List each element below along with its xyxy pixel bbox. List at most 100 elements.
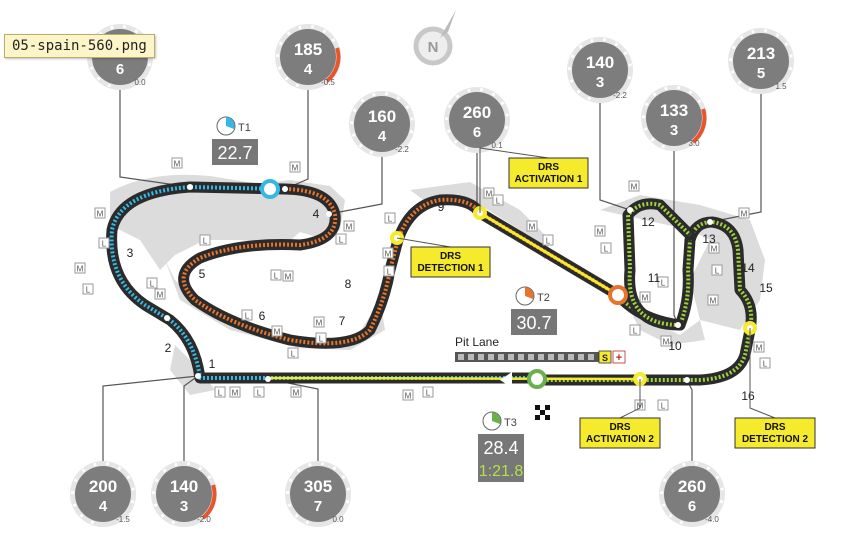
pit-box: [528, 354, 534, 360]
gear-marker-letter: M: [529, 223, 536, 232]
gear-marker-letter: L: [218, 389, 223, 398]
gauge-tick: [74, 504, 75, 507]
gauge-tick: [172, 522, 175, 523]
corner-label: 15: [759, 281, 773, 295]
corner-label: 4: [313, 207, 320, 221]
sector-3-marker: [529, 371, 545, 387]
gauge-tick: [323, 31, 325, 32]
gauge-speed: 160: [368, 107, 396, 126]
gauge-tick: [670, 515, 672, 517]
gauge-tick: [360, 145, 362, 147]
gauge-tick: [175, 464, 178, 465]
gauge-tick: [132, 500, 133, 503]
gauge-tick: [81, 515, 83, 517]
gauge-tick: [347, 500, 348, 503]
gauge-g-force: 0.1: [491, 141, 503, 150]
gauge-tick: [411, 130, 412, 133]
gear-marker-letter: M: [756, 344, 763, 353]
gauge-tick: [455, 141, 457, 143]
gauge-gear: 3: [180, 498, 188, 515]
gauge-tick: [790, 67, 791, 70]
gauge-tick: [457, 96, 459, 98]
gear-marker-letter: L: [661, 402, 666, 411]
gear-marker-letter: L: [496, 197, 501, 206]
gauge-tick: [199, 468, 201, 469]
filename-tooltip: 05-spain-560.png: [4, 34, 155, 58]
gauge-tick: [683, 464, 686, 465]
gauge-speed: 305: [304, 477, 332, 496]
compass-icon: N: [416, 10, 456, 63]
gear-marker-letter: L: [257, 389, 262, 398]
gear-marker-letter: M: [597, 228, 604, 237]
drs-box-text: DETECTION 1: [417, 263, 484, 274]
gauge-tick: [699, 100, 701, 102]
gear-marker-letter: L: [203, 237, 208, 246]
gauge-tick: [645, 128, 646, 131]
gear-marker-letter: L: [426, 389, 431, 398]
gauge-leader: [687, 380, 692, 462]
gauge-gear: 5: [757, 65, 765, 82]
gauge-gear: 4: [378, 128, 387, 145]
gauge-tick: [98, 78, 100, 80]
gear-marker-letter: M: [486, 190, 493, 199]
gauge-tick: [299, 27, 302, 28]
gauge-tick: [296, 85, 299, 86]
gauge-g-force: 0.0: [134, 78, 146, 87]
gauge-speed: 260: [463, 103, 491, 122]
gauge-tick: [629, 76, 630, 79]
gauge-tick: [362, 100, 364, 102]
gear-marker-letter: L: [274, 272, 279, 281]
gauge-tick: [91, 67, 92, 70]
gauge-tick: [290, 479, 291, 481]
gear-marker-letter: L: [661, 279, 666, 288]
gauge-speed: 260: [678, 477, 706, 496]
gauge-tick: [448, 130, 449, 133]
gear-marker-letter: L: [245, 312, 250, 321]
pit-box: [458, 354, 464, 360]
gauge-speed: 140: [586, 53, 614, 72]
gauge-speed: 200: [89, 477, 117, 496]
gauge-tick: [721, 500, 722, 503]
pit-box: [478, 354, 484, 360]
gauge-tick: [588, 98, 591, 99]
gauge-tick: [786, 43, 788, 45]
gauge-g-force: -2.2: [395, 145, 409, 154]
gear-marker-letter: M: [631, 183, 638, 192]
gear-marker-letter: L: [715, 267, 720, 276]
gear-marker-letter: L: [546, 237, 551, 246]
gauge-tick: [752, 31, 755, 32]
gauge-tick: [118, 468, 120, 469]
gauge-tick: [288, 33, 290, 35]
speed-gauge: 160 4 -2.2: [349, 91, 415, 157]
gauge-tick: [296, 515, 298, 517]
gauge-point: [627, 207, 633, 213]
gear-marker-letter: M: [405, 392, 412, 401]
gauge-gear: 4: [99, 498, 108, 515]
gauge-tick: [625, 52, 627, 54]
gauge-speed: 185: [294, 40, 322, 59]
gauge-tick: [717, 476, 719, 478]
corner-label: 12: [641, 215, 655, 229]
drs-box-text: DRS: [764, 422, 785, 433]
pit-speed-sign-text: S: [602, 353, 608, 363]
gauge-point: [326, 211, 332, 217]
gauge-tick: [502, 102, 504, 104]
corner-label: 16: [741, 389, 755, 403]
gear-marker-letter: M: [274, 328, 281, 337]
gauge-leader: [285, 89, 308, 189]
corner-label: 6: [259, 309, 266, 323]
gauge-g-force: -4.0: [705, 515, 719, 524]
gauge-tick: [572, 55, 573, 57]
gauge-g-force: -2.2: [613, 91, 627, 100]
gauge-tick: [75, 479, 76, 481]
gauge-tick: [162, 515, 164, 517]
gauge-tick: [373, 94, 376, 95]
gauge-point: [164, 315, 170, 321]
sector-name: T3: [504, 417, 517, 429]
